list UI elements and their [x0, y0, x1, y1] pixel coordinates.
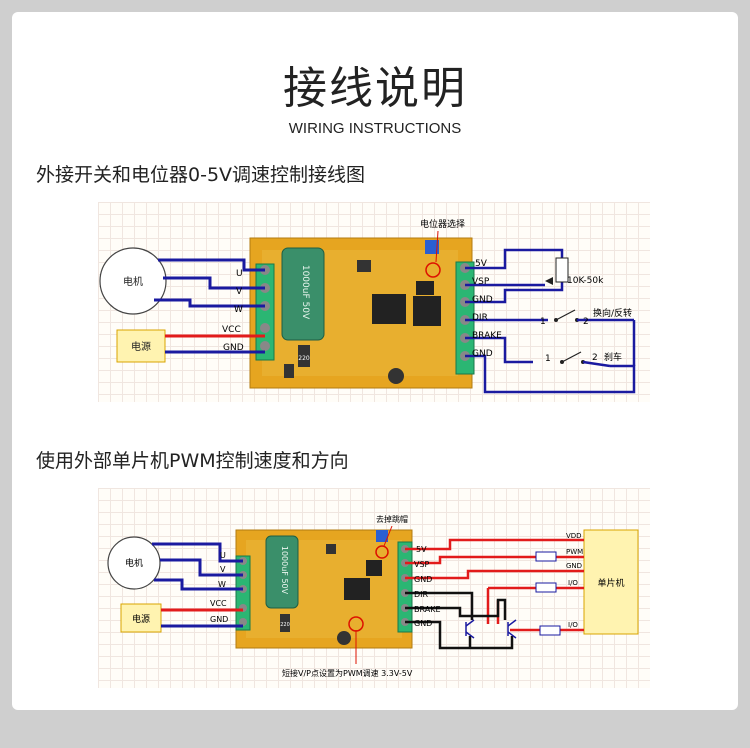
terminal-label-dir: DIR [472, 313, 488, 323]
switch1 [555, 309, 576, 321]
chip-1 [372, 294, 406, 324]
section1-heading: 外接开关和电位器0-5V调速控制接线图 [36, 164, 366, 186]
terminal-label-5v: 5V [475, 259, 488, 269]
capacitor-label: 1000uF 50V [300, 265, 310, 320]
terminal-label-u-2: U [220, 551, 226, 560]
motor-wires [154, 258, 265, 308]
right-terminal-block [455, 261, 475, 375]
left-terminal-block-2 [235, 555, 251, 631]
terminal-label-dir-2: DIR [414, 590, 429, 599]
page-title: 接线说明 [283, 63, 467, 114]
page-subtitle: WIRING INSTRUCTIONS [288, 120, 462, 137]
pwm-note: 短接V/P点设置为PWM调速 3.3V-5V [282, 668, 413, 678]
chip-3 [357, 260, 371, 272]
transistor [284, 364, 294, 378]
mcu-box [583, 529, 639, 635]
board-marking: 220 [298, 355, 310, 362]
onboard-pot [425, 240, 439, 254]
capacitor-label-2: 1000uF 50V [280, 546, 289, 595]
terminal-label-vsp-2: VSP [414, 560, 430, 569]
power-box-2 [120, 603, 162, 633]
switch1-pin1: 1 [540, 317, 546, 327]
terminal-label-v-2: V [220, 565, 226, 574]
terminal-label-gnd: GND [223, 343, 244, 353]
mcu-pin-gnd: GND [566, 562, 582, 570]
pot-wiper [545, 277, 553, 285]
terminal-label-brake-2: BRAKE [414, 605, 441, 614]
motor-symbol-2 [107, 536, 161, 590]
power-box [116, 329, 166, 363]
terminal-label-vcc: VCC [222, 325, 241, 335]
inductor [388, 368, 404, 384]
mcu-pin-io1: I/O [568, 579, 578, 587]
mcu-pin-io2: I/O [568, 621, 578, 629]
resistor-220 [298, 345, 310, 367]
chip-4 [416, 281, 434, 295]
motor-wires-2 [152, 542, 243, 591]
mcu-label: 单片机 [597, 577, 624, 589]
terminal-label-w-2: W [218, 580, 226, 589]
switch1-label: 换向/反转 [593, 307, 632, 319]
pot-select-circle [425, 262, 441, 278]
pot-select-label: 电位器选择 [420, 218, 465, 230]
terminal-label-gnd1-2: GND [414, 575, 432, 584]
switch2-pin2: 2 [592, 353, 598, 363]
section2-heading: 使用外部单片机PWM控制速度和方向 [36, 450, 349, 472]
jumper-label: 去掉跳帽 [376, 514, 408, 524]
capacitor-2 [265, 535, 299, 609]
resistor-io1 [535, 582, 557, 593]
switch2-label: 刹车 [604, 351, 622, 363]
terminal-label-u: U [236, 269, 243, 279]
terminal-label-5v-2: 5V [416, 545, 427, 554]
right-terminal-block-2 [397, 541, 413, 633]
terminal-label-gnd2-2: GND [414, 619, 432, 628]
motor-label: 电机 [123, 275, 143, 288]
switch1-pin2: 2 [583, 317, 589, 327]
mcu-wires-black [405, 591, 514, 650]
motor-symbol [99, 247, 167, 315]
motor-label-2: 电机 [125, 557, 143, 569]
terminal-label-v: V [236, 287, 243, 297]
mcu-pin-vdd: VDD [566, 532, 582, 540]
switch2-pin1: 1 [545, 354, 551, 364]
power-label-2: 电源 [132, 613, 150, 625]
resistor-pwm [535, 551, 557, 562]
control-wires [465, 248, 636, 394]
terminal-label-vsp: VSP [472, 277, 490, 287]
power-label: 电源 [131, 340, 151, 353]
terminal-label-gnd2: GND [472, 349, 493, 359]
jumper-circle [375, 545, 389, 559]
mcu-wires-red [405, 538, 584, 632]
switch2 [561, 351, 582, 363]
potentiometer [555, 257, 569, 283]
transistor-1 [465, 619, 475, 639]
capacitor [281, 247, 325, 341]
terminal-label-w: W [234, 305, 243, 315]
mcu-pin-pwm: PWM [566, 548, 583, 556]
vp-circle [348, 616, 364, 632]
pot-select-arrow [435, 230, 439, 263]
terminal-label-gnd1: GND [472, 295, 493, 305]
chip-2 [413, 296, 441, 326]
terminal-label-gnd-2: GND [210, 615, 228, 624]
terminal-label-brake: BRAKE [472, 331, 502, 341]
transistor-2 [507, 619, 517, 639]
terminal-label-vcc-2: VCC [210, 599, 227, 608]
pot-label: 10K-50k [567, 276, 604, 286]
board-marking-2: 220 [280, 622, 290, 628]
resistor-io2 [539, 625, 561, 636]
